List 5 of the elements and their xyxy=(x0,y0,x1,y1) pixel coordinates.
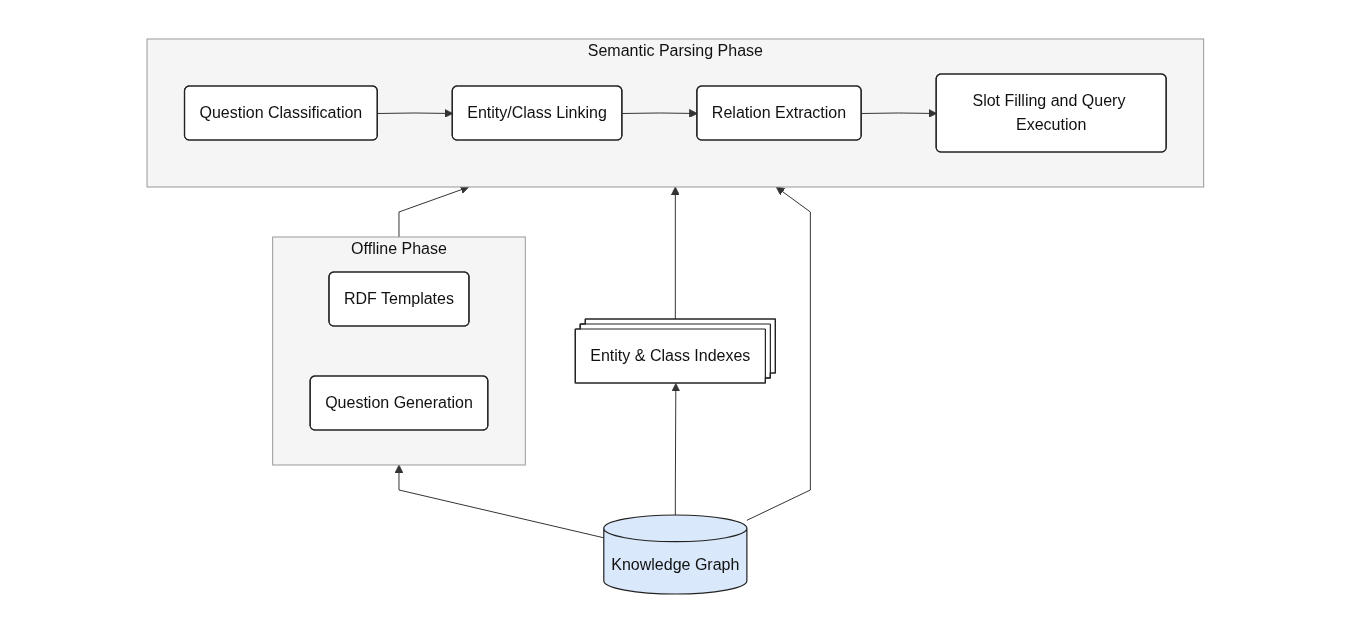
arrow xyxy=(746,186,812,521)
arrow xyxy=(622,109,698,118)
arrow xyxy=(671,383,681,516)
arrow xyxy=(398,185,470,238)
arrow xyxy=(394,464,605,539)
